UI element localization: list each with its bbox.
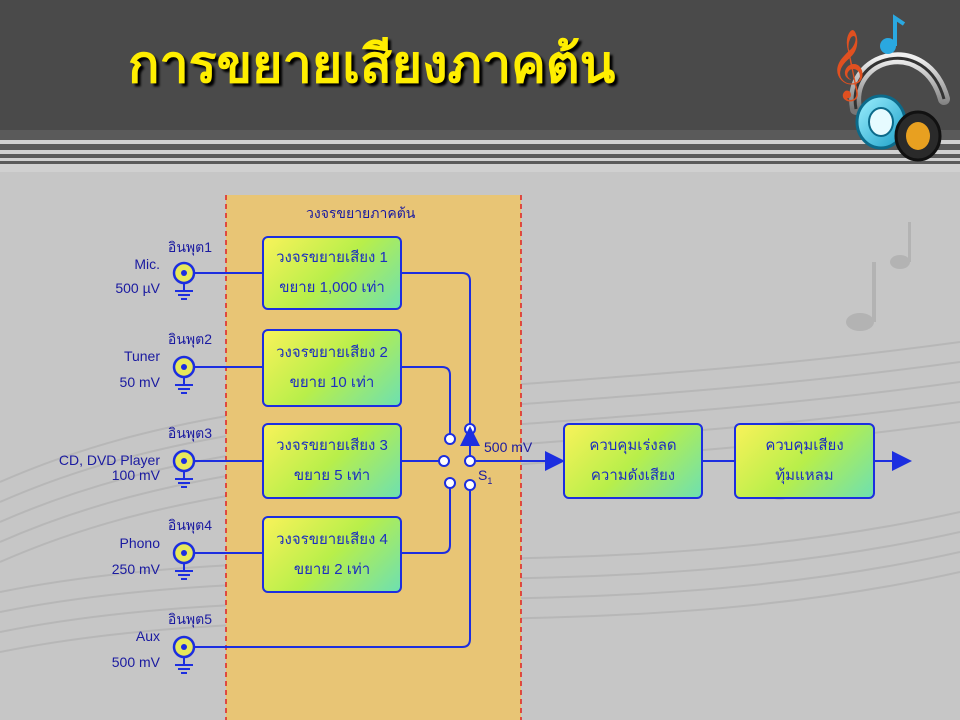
selector-output-level: 500 mV [484,439,533,455]
volume-control-line1: ควบคุมเร่งลด [589,437,677,454]
header-stripes [0,130,960,172]
amplifier-3-name: วงจรขยายเสียง 3 [276,437,388,454]
input-4-level: 250 mV [111,561,160,577]
tone-control-box: ควบคุมเสียง ทุ้มแหลม [734,423,875,499]
input-3-device: CD, DVD Player [58,452,160,468]
selector-label-subscript: 1 [487,475,493,486]
input-2-level: 50 mV [119,374,160,390]
input-3-level: 100 mV [111,467,160,483]
amplifier-1-name: วงจรขยายเสียง 1 [276,249,388,266]
input-1-level: 500 µV [115,280,160,296]
amplifier-2-box: วงจรขยายเสียง 2 ขยาย 10 เท่า [262,329,402,407]
input-4-title: อินพุต4 [167,517,212,533]
header-bar [0,0,960,130]
tone-control-line2: ทุ้มแหลม [775,467,834,484]
input-1-title: อินพุต1 [167,239,212,255]
svg-text:𝄞: 𝄞 [830,29,865,101]
selector-label: S1 [478,467,492,486]
volume-control-box: ควบคุมเร่งลด ความดังเสียง [563,423,703,499]
amplifier-1-gain: ขยาย 1,000 เท่า [279,279,385,296]
input-5-level: 500 mV [111,654,160,670]
amplifier-4-box: วงจรขยายเสียง 4 ขยาย 2 เท่า [262,516,402,593]
tone-control-line1: ควบคุมเสียง [765,437,844,454]
headphones-music-icon: 𝄞 [830,14,950,162]
input-2-title: อินพุต2 [167,331,212,347]
preamp-region-label: วงจรขยายภาคต้น [306,205,416,221]
input-3-title: อินพุต3 [167,425,212,441]
input-jacks [172,261,196,674]
volume-control-line2: ความดังเสียง [590,467,676,484]
amplifier-3-box: วงจรขยายเสียง 3 ขยาย 5 เท่า [262,423,402,499]
input-2-device: Tuner [123,348,160,364]
amplifier-2-name: วงจรขยายเสียง 2 [276,344,388,361]
input-1-device: Mic. [134,256,160,272]
amplifier-4-gain: ขยาย 2 เท่า [293,560,371,578]
slide-title: การขยายเสียงภาคต้น [128,35,616,95]
input-4-device: Phono [119,535,160,551]
input-5-device: Aux [135,628,160,644]
input-5-title: อินพุต5 [167,611,212,627]
amplifier-1-box: วงจรขยายเสียง 1 ขยาย 1,000 เท่า [262,236,402,310]
amplifier-4-name: วงจรขยายเสียง 4 [276,530,388,548]
selector-label-letter: S [478,467,488,483]
amplifier-2-gain: ขยาย 10 เท่า [289,374,375,391]
amplifier-3-gain: ขยาย 5 เท่า [293,467,371,484]
